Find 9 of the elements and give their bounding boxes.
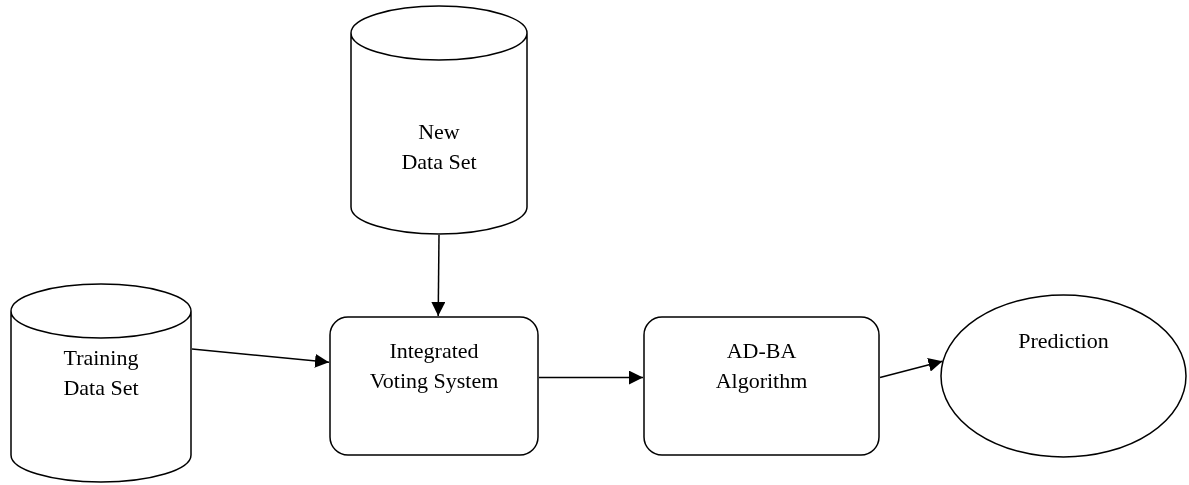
arrow <box>191 348 330 368</box>
node-label: Integrated Voting System <box>368 337 500 395</box>
arrow <box>538 370 644 385</box>
node-label: AD-BA Algorithm <box>714 337 809 395</box>
node-label: New Data Set <box>400 118 478 176</box>
arrow <box>879 358 944 379</box>
arrow <box>431 234 446 317</box>
node-label: Training Data Set <box>62 344 140 402</box>
node-label: Prediction <box>1017 327 1110 355</box>
